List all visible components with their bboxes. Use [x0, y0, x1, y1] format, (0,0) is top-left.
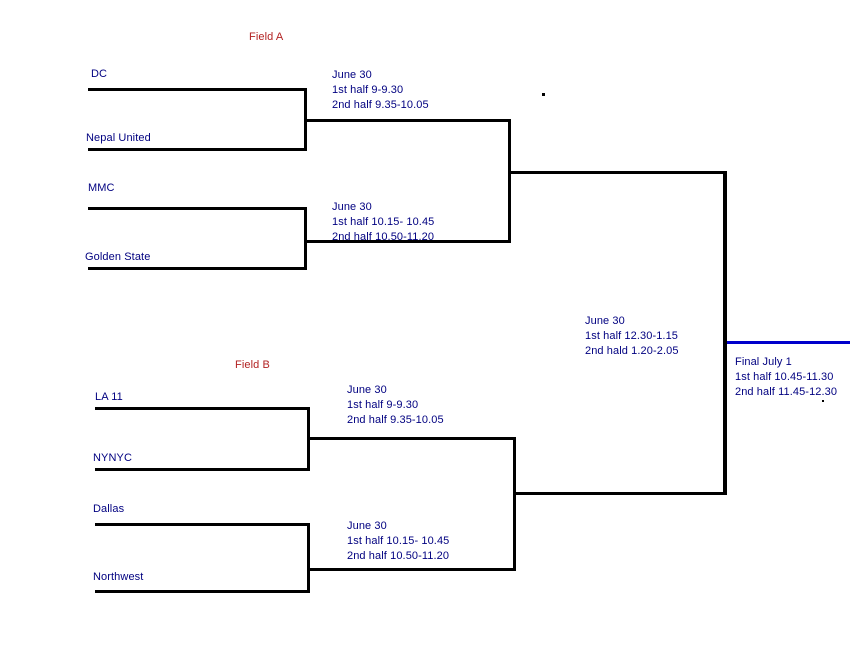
team-line-mmc [88, 207, 307, 210]
advance-line-quarterfinal-3 [310, 437, 516, 440]
team-line-la-11 [95, 407, 310, 410]
team-line-nepal-united [88, 148, 307, 151]
advance-line-quarterfinal-1 [307, 119, 511, 122]
advance-line-semifinal-bottom [513, 492, 727, 495]
match-date-semifinal: June 30 [585, 315, 625, 327]
match-date-quarterfinal-4: June 30 [347, 520, 387, 532]
match-first-half-quarterfinal-1: 1st half 9-9.30 [332, 84, 404, 96]
team-label-dallas: Dallas [93, 503, 125, 515]
advance-line-quarterfinal-4 [310, 568, 516, 571]
team-label-northwest: Northwest [93, 571, 144, 583]
team-label-la-11: LA 11 [95, 391, 123, 403]
team-line-dallas [95, 523, 310, 526]
team-line-northwest [95, 590, 310, 593]
match-first-half-quarterfinal-2: 1st half 10.15- 10.45 [332, 216, 435, 228]
team-line-dc [88, 88, 307, 91]
match-second-half-quarterfinal-1: 2nd half 9.35-10.05 [332, 99, 429, 111]
match-info-final: Final July 1 1st half 10.45-11.30 2nd ha… [735, 355, 837, 400]
artifact-speck-top [542, 93, 545, 96]
match-info-quarterfinal-1: June 30 1st half 9-9.30 2nd half 9.35-10… [332, 68, 429, 113]
team-label-dc: DC [91, 68, 108, 80]
match-first-half-quarterfinal-4: 1st half 10.15- 10.45 [347, 535, 450, 547]
connector-quarterfinal-2 [304, 207, 307, 270]
match-info-semifinal: June 30 1st half 12.30-1.15 2nd hald 1.2… [585, 314, 679, 359]
match-info-quarterfinal-2: June 30 1st half 10.15- 10.45 2nd half 1… [332, 200, 434, 245]
team-label-nepal-united: Nepal United [86, 132, 151, 144]
team-label-golden-state: Golden State [85, 251, 151, 263]
match-date-quarterfinal-1: June 30 [332, 69, 372, 81]
team-label-nynyc: NYNYC [93, 452, 133, 464]
team-line-golden-state [88, 267, 307, 270]
connector-semifinal-bottom [513, 437, 516, 571]
match-first-half-final: 1st half 10.45-11.30 [735, 371, 834, 383]
match-date-final: Final July 1 [735, 356, 792, 368]
connector-final [723, 171, 727, 495]
connector-semifinal-top [508, 119, 511, 243]
team-label-mmc: MMC [88, 182, 115, 194]
connector-quarterfinal-4 [307, 523, 310, 593]
connector-quarterfinal-1 [304, 88, 307, 151]
match-info-quarterfinal-4: June 30 1st half 10.15- 10.45 2nd half 1… [347, 519, 449, 564]
winner-line-final [727, 341, 850, 344]
match-date-quarterfinal-3: June 30 [347, 384, 387, 396]
match-second-half-quarterfinal-3: 2nd half 9.35-10.05 [347, 414, 444, 426]
advance-line-quarterfinal-2 [307, 240, 511, 243]
match-second-half-final: 2nd half 11.45-12.30 [735, 386, 838, 398]
match-first-half-semifinal: 1st half 12.30-1.15 [585, 330, 679, 342]
team-line-nynyc [95, 468, 310, 471]
field-label-b: Field B [235, 359, 270, 371]
artifact-speck-final [822, 400, 824, 402]
match-first-half-quarterfinal-3: 1st half 9-9.30 [347, 399, 419, 411]
match-second-half-quarterfinal-4: 2nd half 10.50-11.20 [347, 550, 450, 562]
connector-quarterfinal-3 [307, 407, 310, 471]
match-date-quarterfinal-2: June 30 [332, 201, 372, 213]
field-label-a: Field A [249, 31, 284, 43]
match-info-quarterfinal-3: June 30 1st half 9-9.30 2nd half 9.35-10… [347, 383, 444, 428]
match-second-half-semifinal: 2nd hald 1.20-2.05 [585, 345, 679, 357]
advance-line-semifinal-top [508, 171, 725, 174]
artifact-speck-bottom [725, 493, 727, 495]
